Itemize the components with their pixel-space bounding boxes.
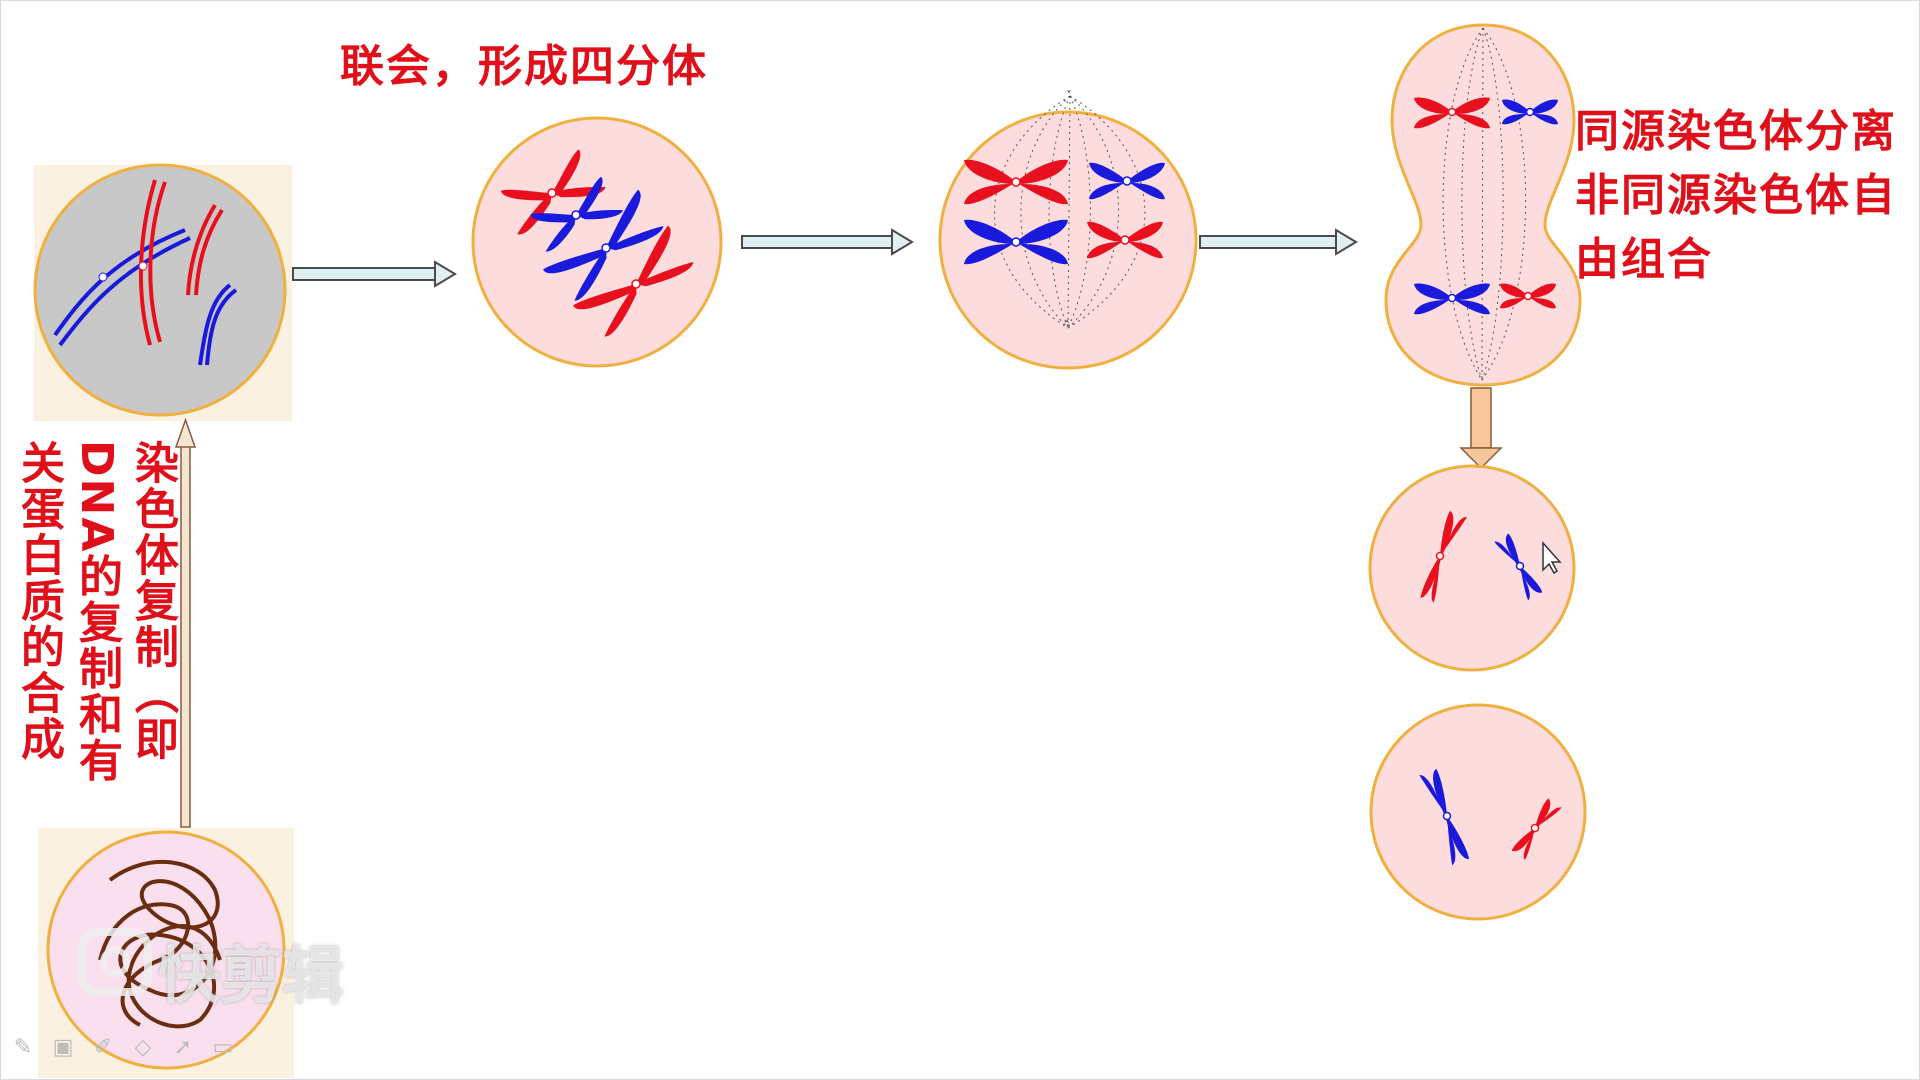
pen-icon[interactable]: ✎ [13,1035,33,1060]
video-icon[interactable]: ▭ [212,1035,234,1060]
interphase-cell [33,163,292,421]
down-arrow [1459,387,1503,470]
watermark-text: 快剪辑 [158,925,344,1015]
replication-label-col1: 染色体复制（即 [127,440,178,762]
arrow-2 [741,228,914,256]
replication-label-col2: DNA的复制和有 [71,440,122,784]
daughter-cell-1 [1368,464,1576,672]
daughter-cell-2 [1369,703,1587,921]
pointer-icon[interactable]: ➚ [173,1035,193,1060]
watermark-label: 快剪辑 [158,939,345,1012]
replication-label-col3: 关蛋白质的合成 [13,440,64,762]
svg-text:ˆ: ˆ [1064,319,1070,333]
screen-icon[interactable]: ▣ [52,1035,74,1060]
tetrad-cell [471,116,723,368]
svg-text:ˇ: ˇ [1066,89,1072,103]
watermark-logo-icon [78,928,152,996]
highlighter-icon[interactable]: ✐ [93,1035,113,1060]
up-arrow [174,417,197,828]
eraser-icon[interactable]: ◇ [134,1035,152,1060]
metaphase-cell: ˇ ˆ [938,89,1198,370]
mouse-cursor-icon [1542,541,1562,575]
presentation-toolbar: ✎ ▣ ✐ ◇ ➚ ▭ [10,1035,236,1061]
arrow-3 [1199,228,1358,256]
separation-label: 同源染色体分离非同源染色体自由组合 [1575,106,1897,285]
arrow-1 [292,260,457,288]
synapsis-label: 联会，形成四分体 [340,41,708,92]
anaphase-cell [1384,23,1582,387]
